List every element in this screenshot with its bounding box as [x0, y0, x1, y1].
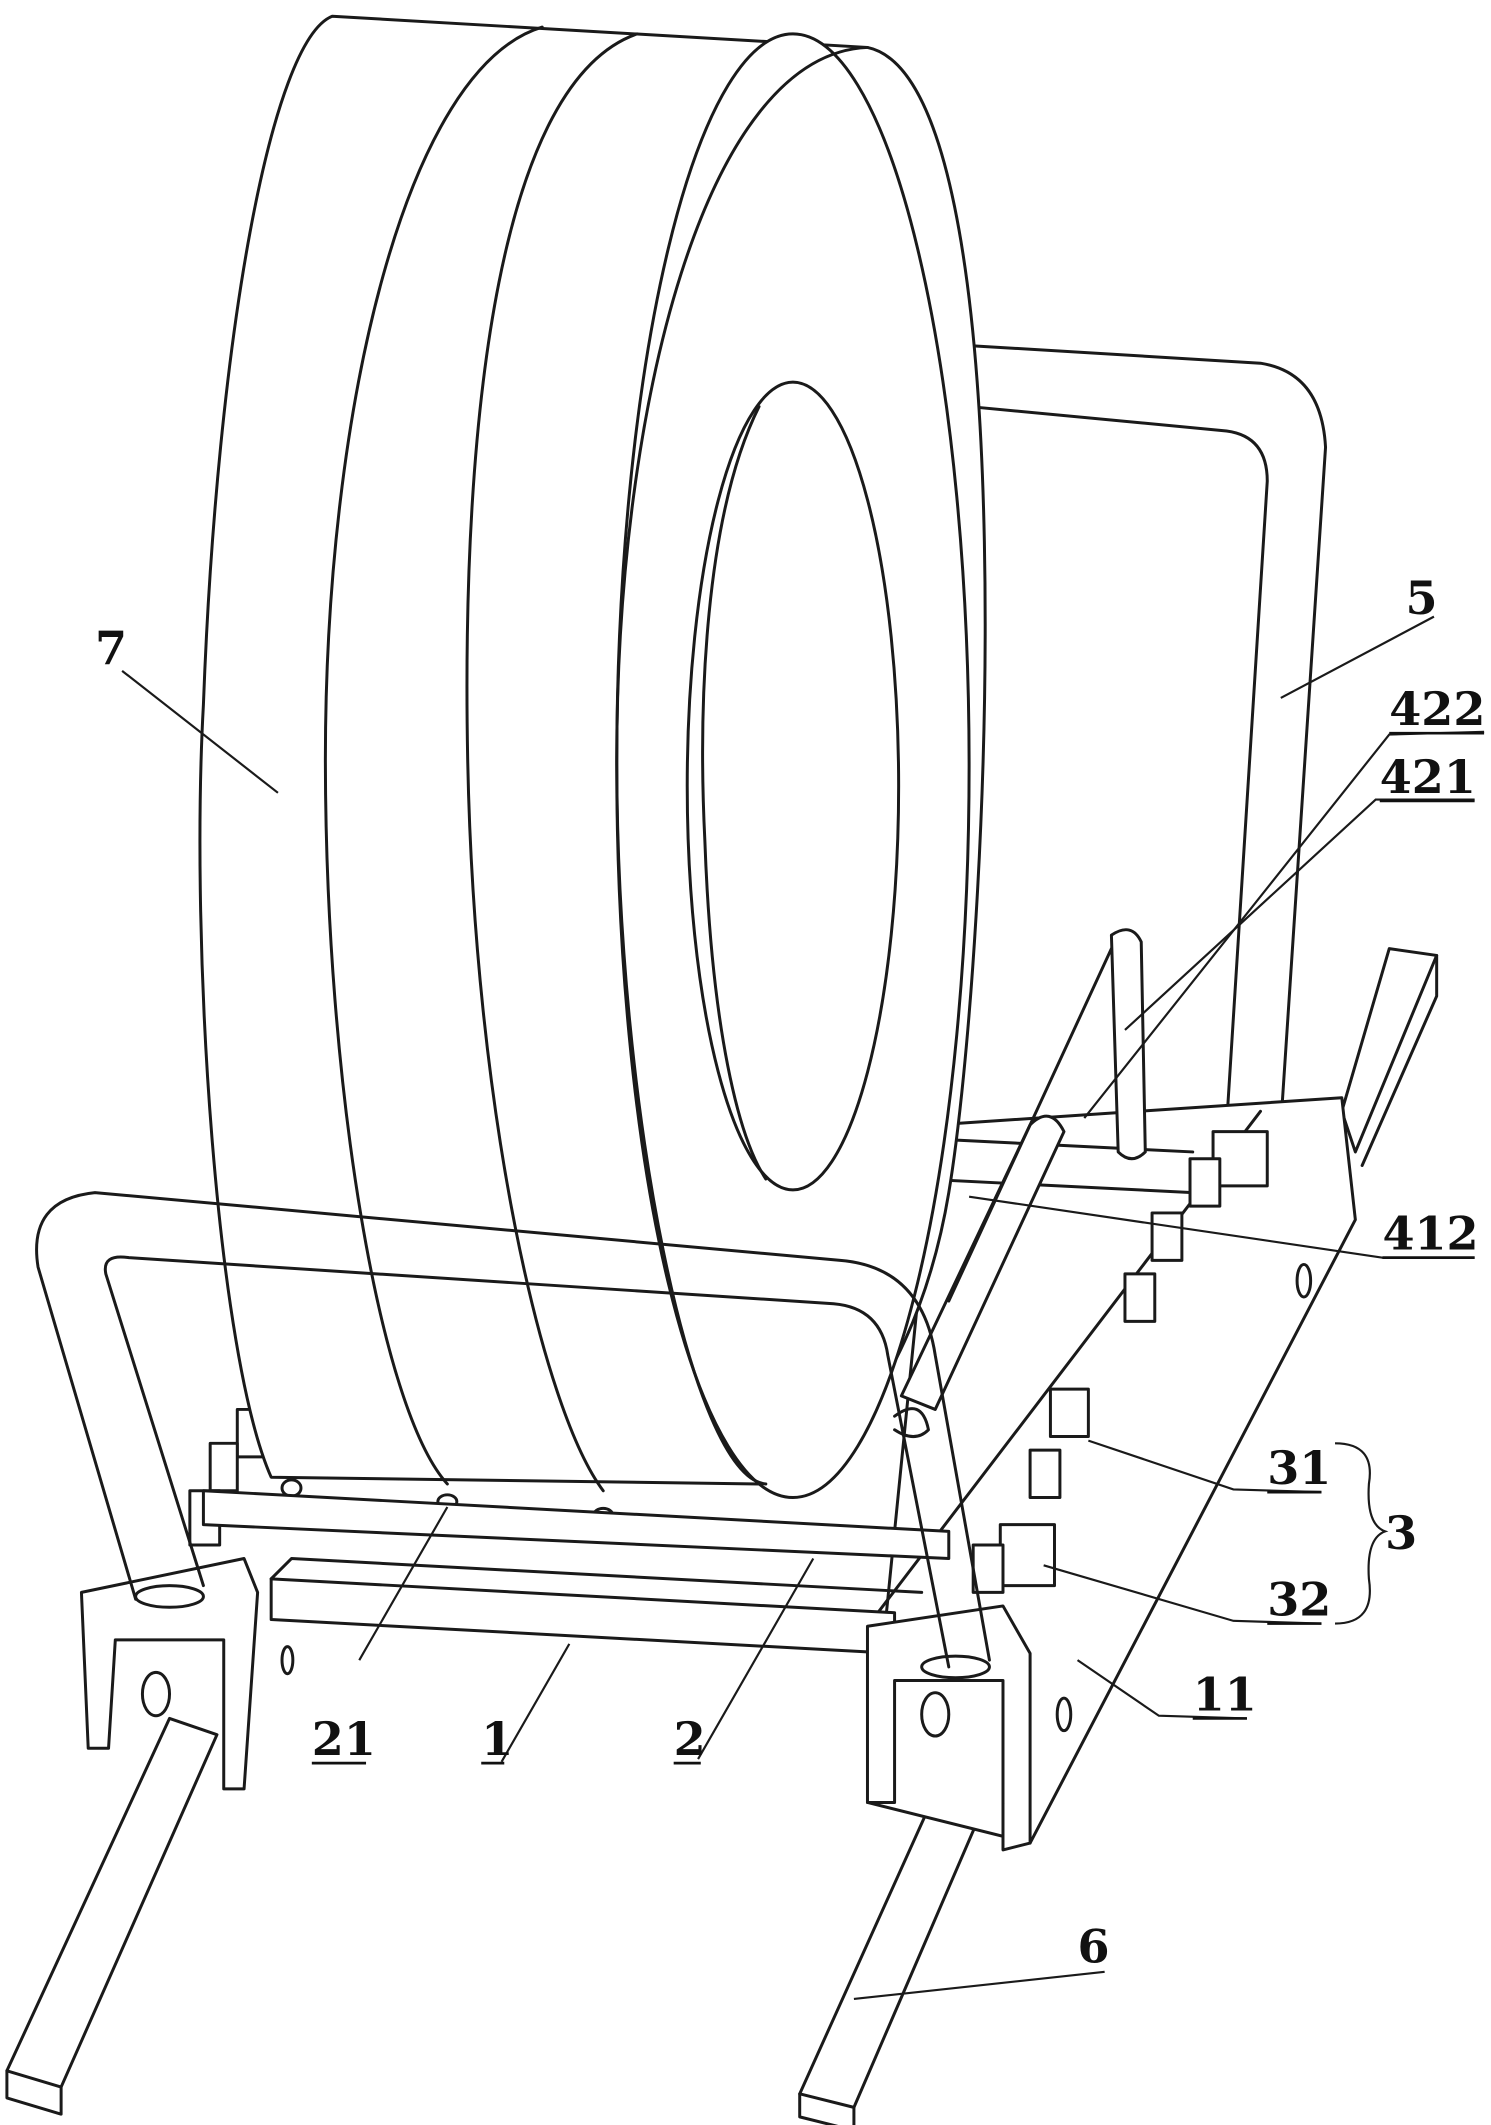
label-3: 3 [1385, 1506, 1417, 1560]
label-31: 31 [1267, 1441, 1331, 1495]
label-1: 1 [481, 1712, 513, 1766]
rear-frame [969, 346, 1325, 1125]
label-11: 11 [1193, 1667, 1257, 1721]
rail-left [7, 1718, 217, 2114]
rail-back [1342, 949, 1437, 1166]
label-412: 412 [1382, 1207, 1478, 1261]
label-7: 7 [95, 621, 127, 675]
base [81, 1491, 1030, 1850]
label-422: 422 [1389, 682, 1485, 736]
tire [200, 16, 985, 1535]
label-421: 421 [1380, 750, 1476, 804]
label-32: 32 [1267, 1572, 1331, 1626]
label-21: 21 [312, 1712, 376, 1766]
label-2: 2 [674, 1712, 706, 1766]
label-5: 5 [1405, 571, 1437, 625]
label-6: 6 [1078, 1919, 1110, 1973]
